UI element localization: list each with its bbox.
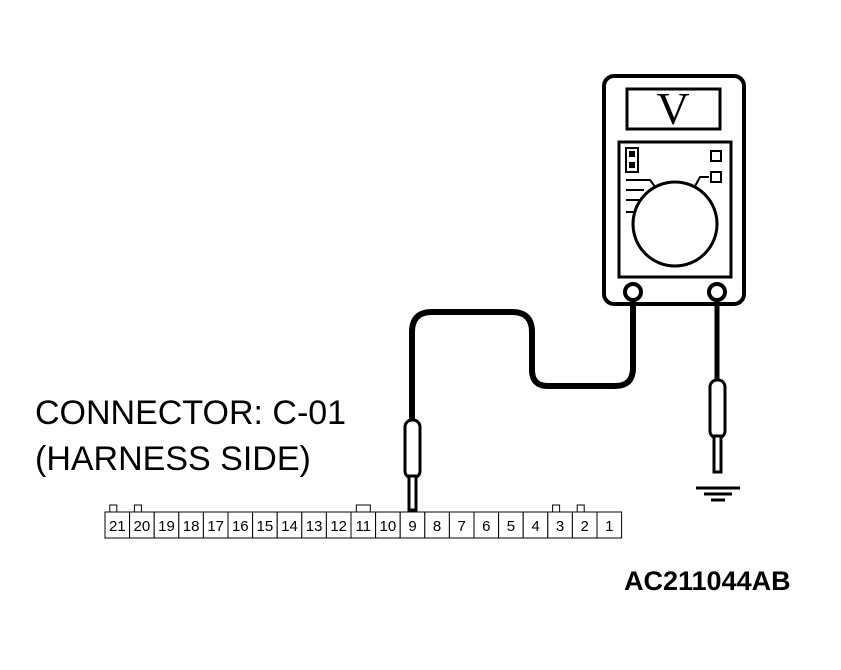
connector-pin-cell — [375, 511, 401, 539]
connector-pin-label: 10 — [380, 518, 397, 535]
connector-pin-cell — [547, 511, 573, 539]
connector-pin-label: 3 — [556, 518, 564, 535]
connector-pin-label: 4 — [531, 518, 539, 535]
connector-lock-tab — [355, 504, 371, 513]
connector-lock-tab — [109, 504, 118, 513]
connector-pin-cell — [473, 511, 500, 539]
connector-pin-label: 13 — [306, 518, 323, 535]
probe-ground-side — [708, 378, 727, 474]
connector-pin-label: 18 — [183, 518, 200, 535]
range-switch-mark — [629, 162, 635, 168]
connector-pin-cell — [350, 511, 377, 539]
connector-label: CONNECTOR: C-01 (HARNESS SIDE) — [35, 390, 346, 482]
connector-pin-cell — [202, 511, 229, 539]
multimeter-display — [625, 87, 722, 131]
range-switch-icon — [625, 147, 639, 173]
connector-pin-cell — [301, 511, 327, 539]
connector-lock-tab — [552, 504, 561, 513]
connector-pin-label: 5 — [507, 518, 515, 535]
connector-pin-label: 16 — [232, 518, 249, 535]
connector-pin-cell — [325, 511, 352, 539]
connector-pin-label: 17 — [207, 518, 224, 535]
dial-range-mark — [693, 176, 709, 189]
multimeter-display-value: V — [656, 83, 689, 134]
connector-pin-cell — [596, 511, 623, 539]
connector-pin-label: 14 — [281, 518, 298, 535]
indicator-square-icon — [710, 150, 722, 162]
ground-icon — [696, 486, 740, 502]
connector-pin-label: 11 — [356, 518, 372, 535]
connector-pin-label: 8 — [433, 518, 441, 535]
meter-terminal-v — [707, 282, 727, 302]
meter-terminal-com — [623, 282, 643, 302]
multimeter-dial — [631, 180, 719, 268]
connector-pin-label: 2 — [581, 518, 589, 535]
connector-pin-cell — [399, 511, 426, 539]
connector-pin-cell — [227, 511, 254, 539]
connector-pin-cell — [276, 511, 303, 539]
connector-name: CONNECTOR: C-01 — [35, 394, 347, 432]
multimeter: V — [602, 74, 746, 306]
indicator-square-icon — [710, 171, 722, 183]
dial-range-mark — [626, 179, 657, 189]
connector-pin-label: 6 — [482, 518, 490, 535]
range-switch-mark — [629, 151, 635, 157]
connector-pin-label: 7 — [458, 518, 466, 535]
connector-pin-label: 12 — [330, 518, 347, 535]
connector-pin-cell — [178, 511, 204, 539]
connector-pin-label: 21 — [109, 518, 126, 535]
connector-pin-label: 19 — [158, 518, 175, 535]
connector-pin-label: 9 — [408, 518, 416, 535]
probe-connector-side — [403, 418, 422, 512]
connector-pin-cell — [448, 511, 475, 539]
connector-pin-cell — [129, 511, 155, 539]
connector-lock-tab — [576, 504, 585, 513]
connector-pin-label: 1 — [605, 518, 613, 535]
connector-pin-cell — [104, 511, 131, 539]
connector-pin-label: 20 — [134, 518, 151, 535]
connector-lock-tab — [133, 504, 142, 513]
figure-code: AC211044AB — [624, 566, 791, 596]
connector-pin-label: 15 — [257, 518, 274, 535]
connector-side: (HARNESS SIDE) — [35, 440, 311, 478]
test-lead-wire — [409, 300, 636, 422]
